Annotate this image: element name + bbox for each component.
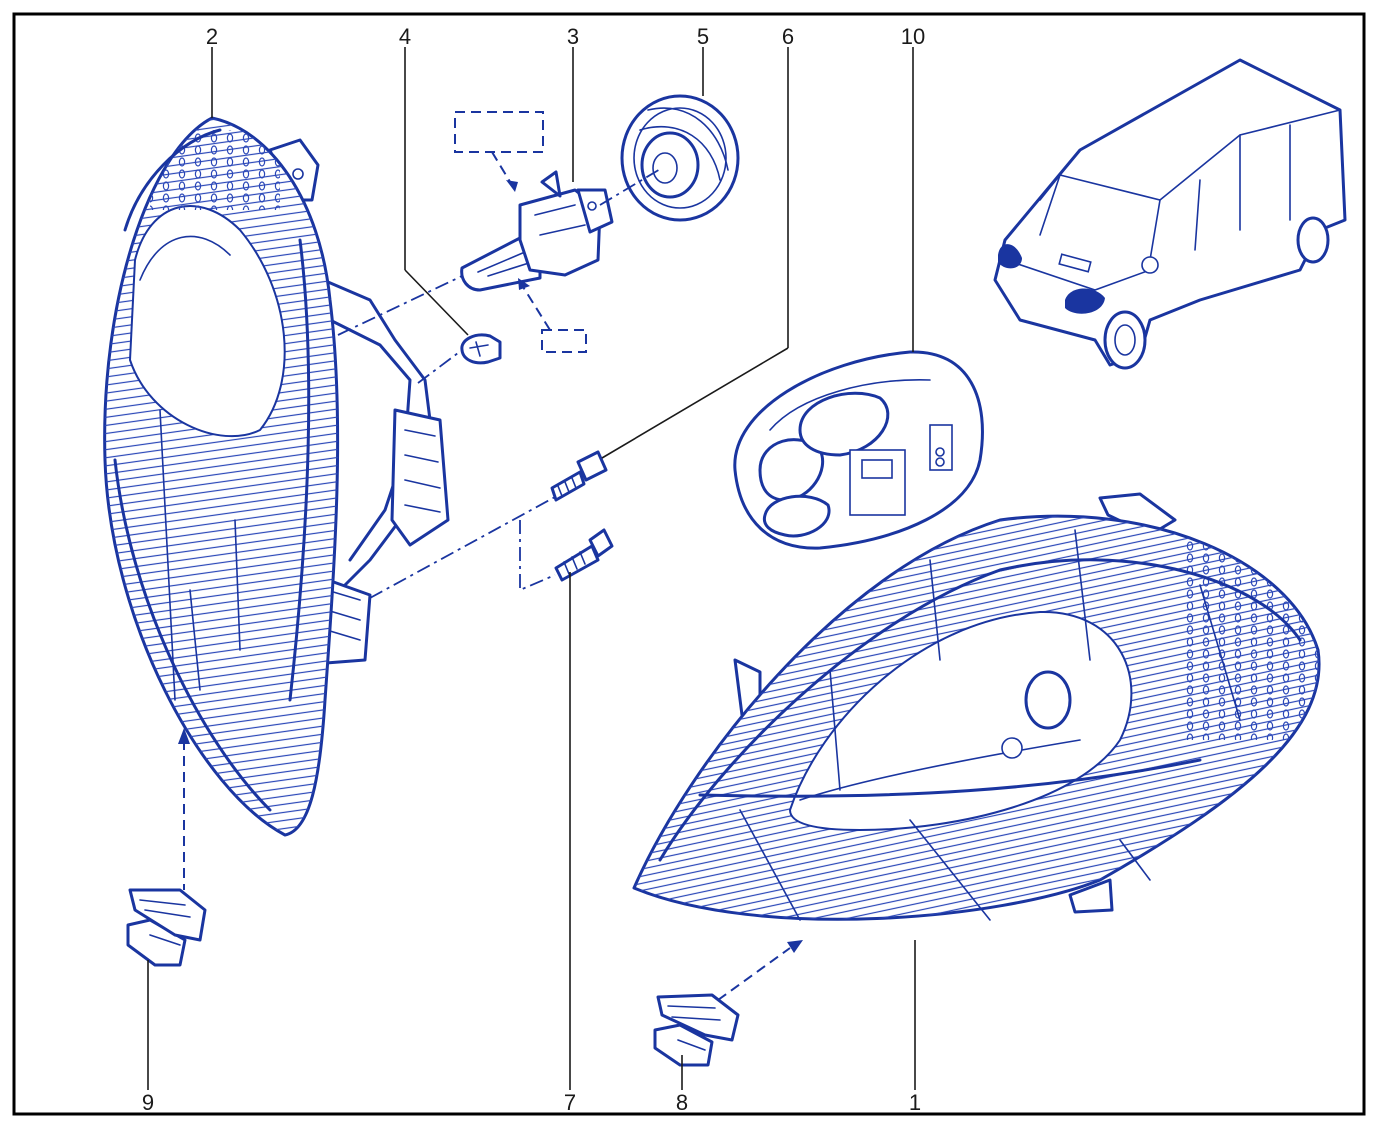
assembly-axis-side-bulb [417, 349, 463, 384]
callout-2: 2 [206, 24, 218, 49]
adjustment-screw-6 [550, 450, 608, 502]
callout-4: 4 [399, 24, 411, 49]
assembly-axis-screws [369, 496, 556, 599]
callout-9: 9 [142, 1090, 154, 1115]
callout-6: 6 [782, 24, 794, 49]
callout-labels: 2 4 3 5 6 10 9 7 8 1 [142, 24, 925, 1115]
callout-7: 7 [564, 1090, 576, 1115]
assembly-axis-bulb [337, 167, 663, 336]
callout-leaders [147, 47, 916, 1090]
dust-cover [620, 94, 740, 222]
arrow-box-bottom [519, 281, 551, 331]
clip-8 [653, 993, 740, 1067]
van-illustration [993, 58, 1347, 370]
callout-5: 5 [697, 24, 709, 49]
callout-8: 8 [676, 1090, 688, 1115]
side-lamp-bulb [460, 333, 502, 365]
callout-3: 3 [567, 24, 579, 49]
clip-9 [126, 888, 207, 967]
callout-10: 10 [901, 24, 925, 49]
callout-1: 1 [909, 1090, 921, 1115]
reference-box-bottom [541, 329, 587, 353]
headlamp-right [632, 492, 1321, 921]
headlamp-bulb [460, 170, 614, 292]
bulb-kit-box [733, 350, 984, 550]
adjustment-screw-7 [554, 528, 614, 582]
